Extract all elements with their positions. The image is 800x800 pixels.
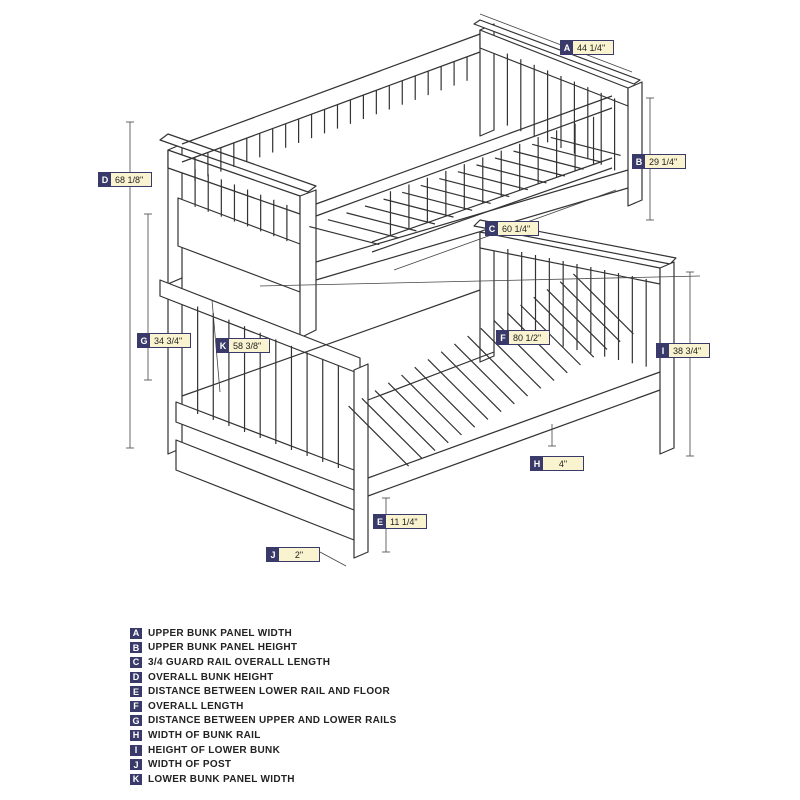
lower-bunk-slats (348, 273, 634, 467)
slat (480, 327, 542, 389)
lower-bunk (159, 219, 677, 559)
slat (572, 273, 634, 335)
slat (387, 382, 449, 444)
dimension-callout-c: C 60 1/4" (485, 221, 539, 236)
dimension-callout-f: F 80 1/2" (496, 330, 550, 345)
guard-rail-spindles (389, 116, 595, 236)
slat (467, 335, 529, 397)
upper-bunk-slats (309, 136, 621, 246)
slat (361, 397, 423, 459)
slat (494, 157, 566, 177)
slat (401, 374, 462, 436)
slat (414, 366, 476, 428)
dimension-callout-e: E 11 1/4" (373, 514, 427, 529)
slat (559, 281, 621, 343)
slat (348, 405, 410, 467)
dimension-callout-j: J 2" (266, 547, 320, 562)
dimension-callout-g: G 34 3/4" (137, 333, 191, 348)
slat (364, 205, 436, 225)
dimension-callout-i: I 38 3/4" (656, 343, 710, 358)
dimension-callout-a: A 44 1/4" (560, 40, 614, 55)
slat (520, 304, 581, 366)
slat (546, 289, 608, 350)
slat (513, 150, 584, 170)
slat (401, 191, 473, 211)
dimension-callout-d: D 68 1/8" (98, 172, 152, 187)
slat (427, 359, 489, 420)
dimension-callout-b: B 29 1/4" (632, 154, 686, 169)
slat (420, 184, 491, 205)
slat (440, 351, 502, 413)
slat (533, 296, 595, 358)
slat (457, 171, 529, 191)
dimension-callout-k: K 58 3/8" (216, 338, 270, 353)
slat (453, 343, 515, 405)
upper-bunk (159, 19, 643, 339)
slat (531, 143, 603, 163)
slat (309, 225, 380, 246)
lower-back-panel-spindles (507, 249, 647, 367)
slat (476, 164, 547, 184)
dimension-callout-h: H 4" (530, 456, 584, 471)
slat (327, 219, 399, 239)
slat (439, 177, 510, 198)
upper-top-rail-spindles (194, 56, 468, 182)
slat (383, 198, 454, 218)
slat (550, 136, 621, 157)
upper-back-panel-spindles (506, 53, 616, 171)
slat (374, 390, 436, 451)
slat (346, 212, 417, 232)
